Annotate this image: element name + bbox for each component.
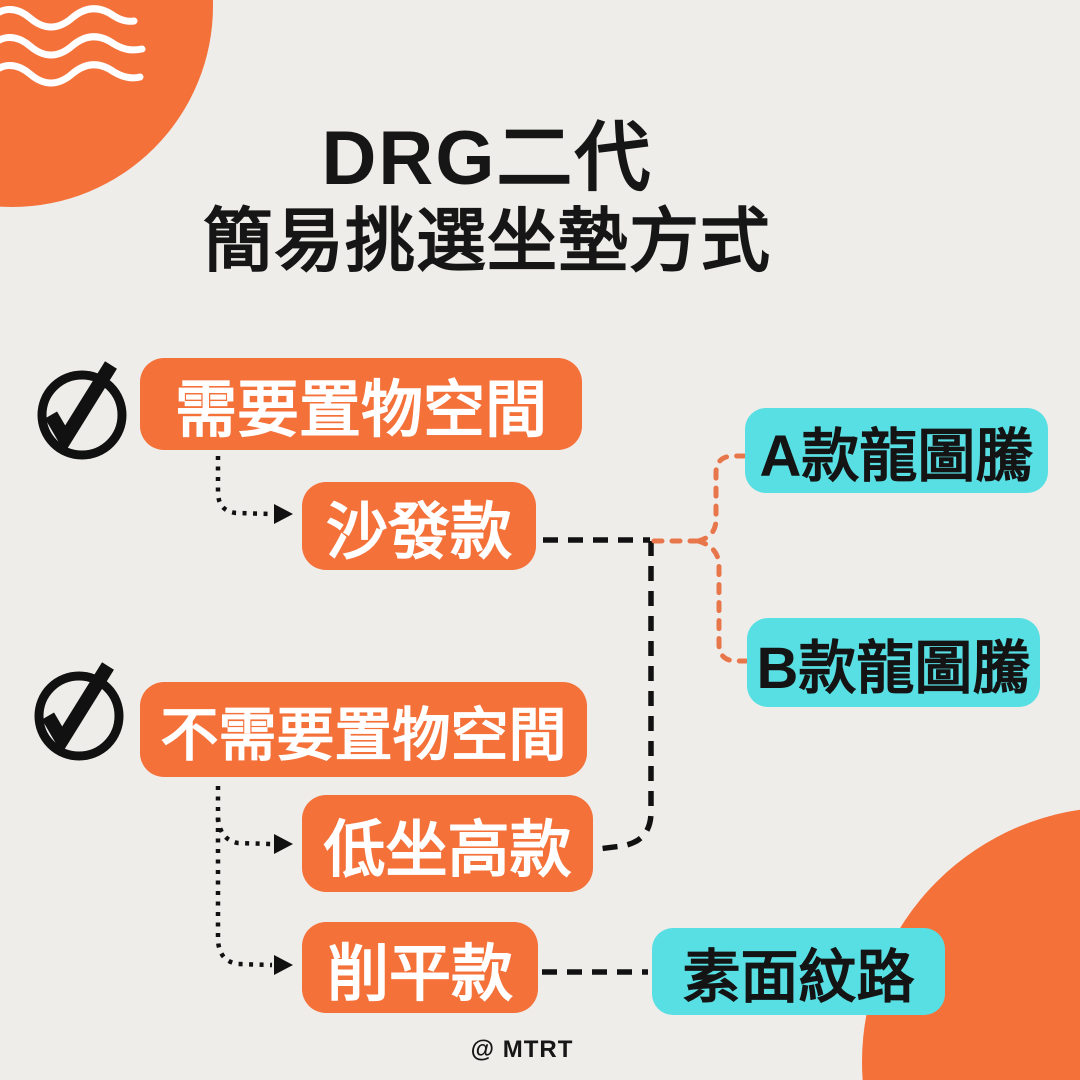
page-title: DRG二代 簡易挑選坐墊方式 xyxy=(107,116,867,281)
node-dragon-pattern-a: A款龍圖騰 xyxy=(745,408,1048,493)
check-circle-icon xyxy=(34,662,124,761)
node-low-seat-style: 低坐高款 xyxy=(302,795,593,892)
check-circle-icon xyxy=(37,361,127,460)
credit-watermark: @ MTRT xyxy=(470,1036,574,1063)
title-line-1: DRG二代 xyxy=(321,116,653,201)
node-flat-style: 削平款 xyxy=(302,922,538,1013)
title-line-2: 簡易挑選坐墊方式 xyxy=(203,202,771,281)
node-sofa-style: 沙發款 xyxy=(302,482,536,570)
node-plain-texture: 素面紋路 xyxy=(652,928,945,1015)
node-no-need-storage: 不需要置物空間 xyxy=(140,682,587,777)
node-need-storage: 需要置物空間 xyxy=(140,358,582,450)
node-dragon-pattern-b: B款龍圖騰 xyxy=(747,618,1040,707)
